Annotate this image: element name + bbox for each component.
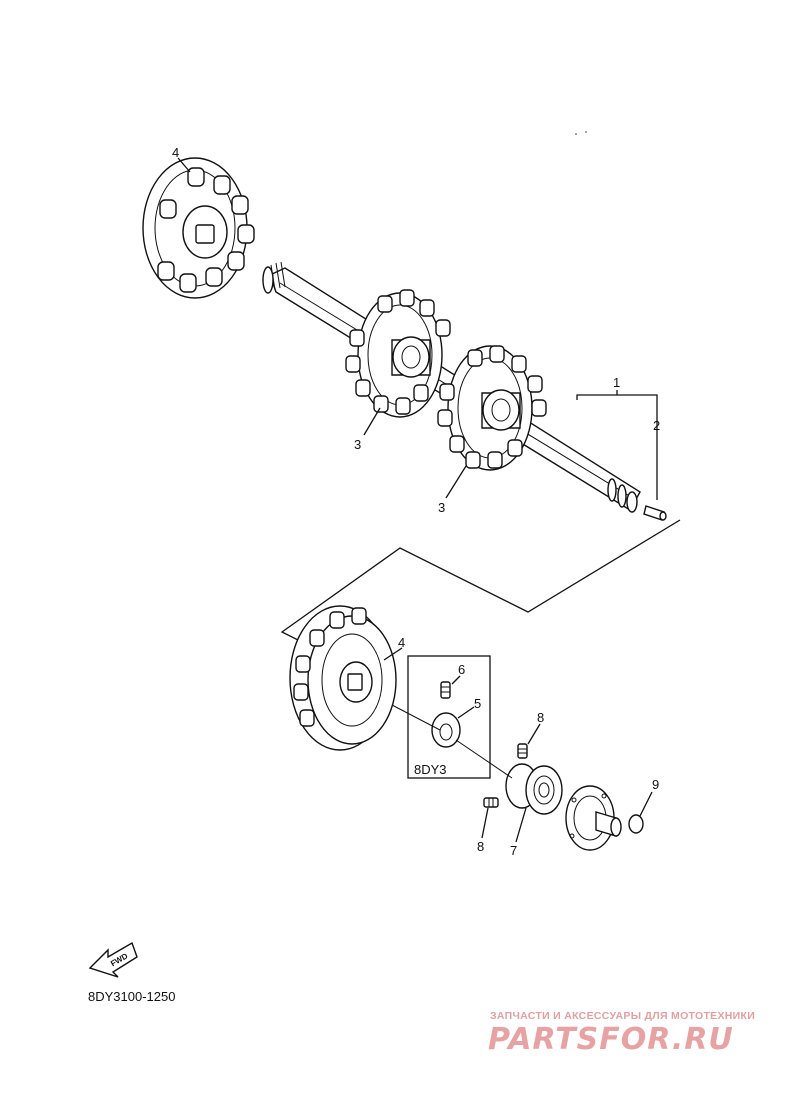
callout-5: 5: [474, 696, 481, 711]
callout-4-upper: 4: [172, 145, 179, 160]
callout-3-upper: 3: [354, 437, 361, 452]
callout-6: 6: [458, 662, 465, 677]
shaft-pin: [643, 505, 667, 521]
callout-8-upper: 8: [537, 710, 544, 725]
callout-8-lower: 8: [477, 839, 484, 854]
set-screw: [440, 681, 451, 699]
watermark-tagline: ЗАПЧАСТИ И АКСЕССУАРЫ ДЛЯ МОТОТЕХНИКИ: [490, 1010, 756, 1022]
variant-box-label: 8DY3: [414, 762, 447, 777]
nut: [628, 814, 644, 834]
flange-housing: [565, 785, 622, 851]
screw-lower: [483, 797, 499, 808]
variant-box: [407, 655, 491, 779]
sprocket-lower: [437, 345, 547, 471]
callout-9: 9: [652, 777, 659, 792]
fwd-arrow-icon: FWD: [88, 941, 138, 978]
sprocket-upper: [345, 289, 451, 418]
callout-4-lower: 4: [398, 635, 405, 650]
callout-1: 1: [613, 375, 620, 390]
diagram-code: 8DY3100-1250: [88, 989, 175, 1004]
screw-upper: [517, 743, 528, 759]
assembly-connector-line: [280, 519, 681, 647]
bearing: [505, 763, 563, 815]
callout-2: 2: [653, 418, 660, 433]
callout-3-lower: 3: [438, 500, 445, 515]
callout-7: 7: [510, 843, 517, 858]
leader-lines: [177, 157, 653, 843]
callout-bracket-1-2: [576, 390, 658, 500]
watermark-logo: PARTSFOR.RU: [488, 1022, 734, 1057]
wheel-lower: [289, 605, 397, 751]
collar: [431, 712, 461, 748]
wheel-upper: [142, 157, 255, 299]
